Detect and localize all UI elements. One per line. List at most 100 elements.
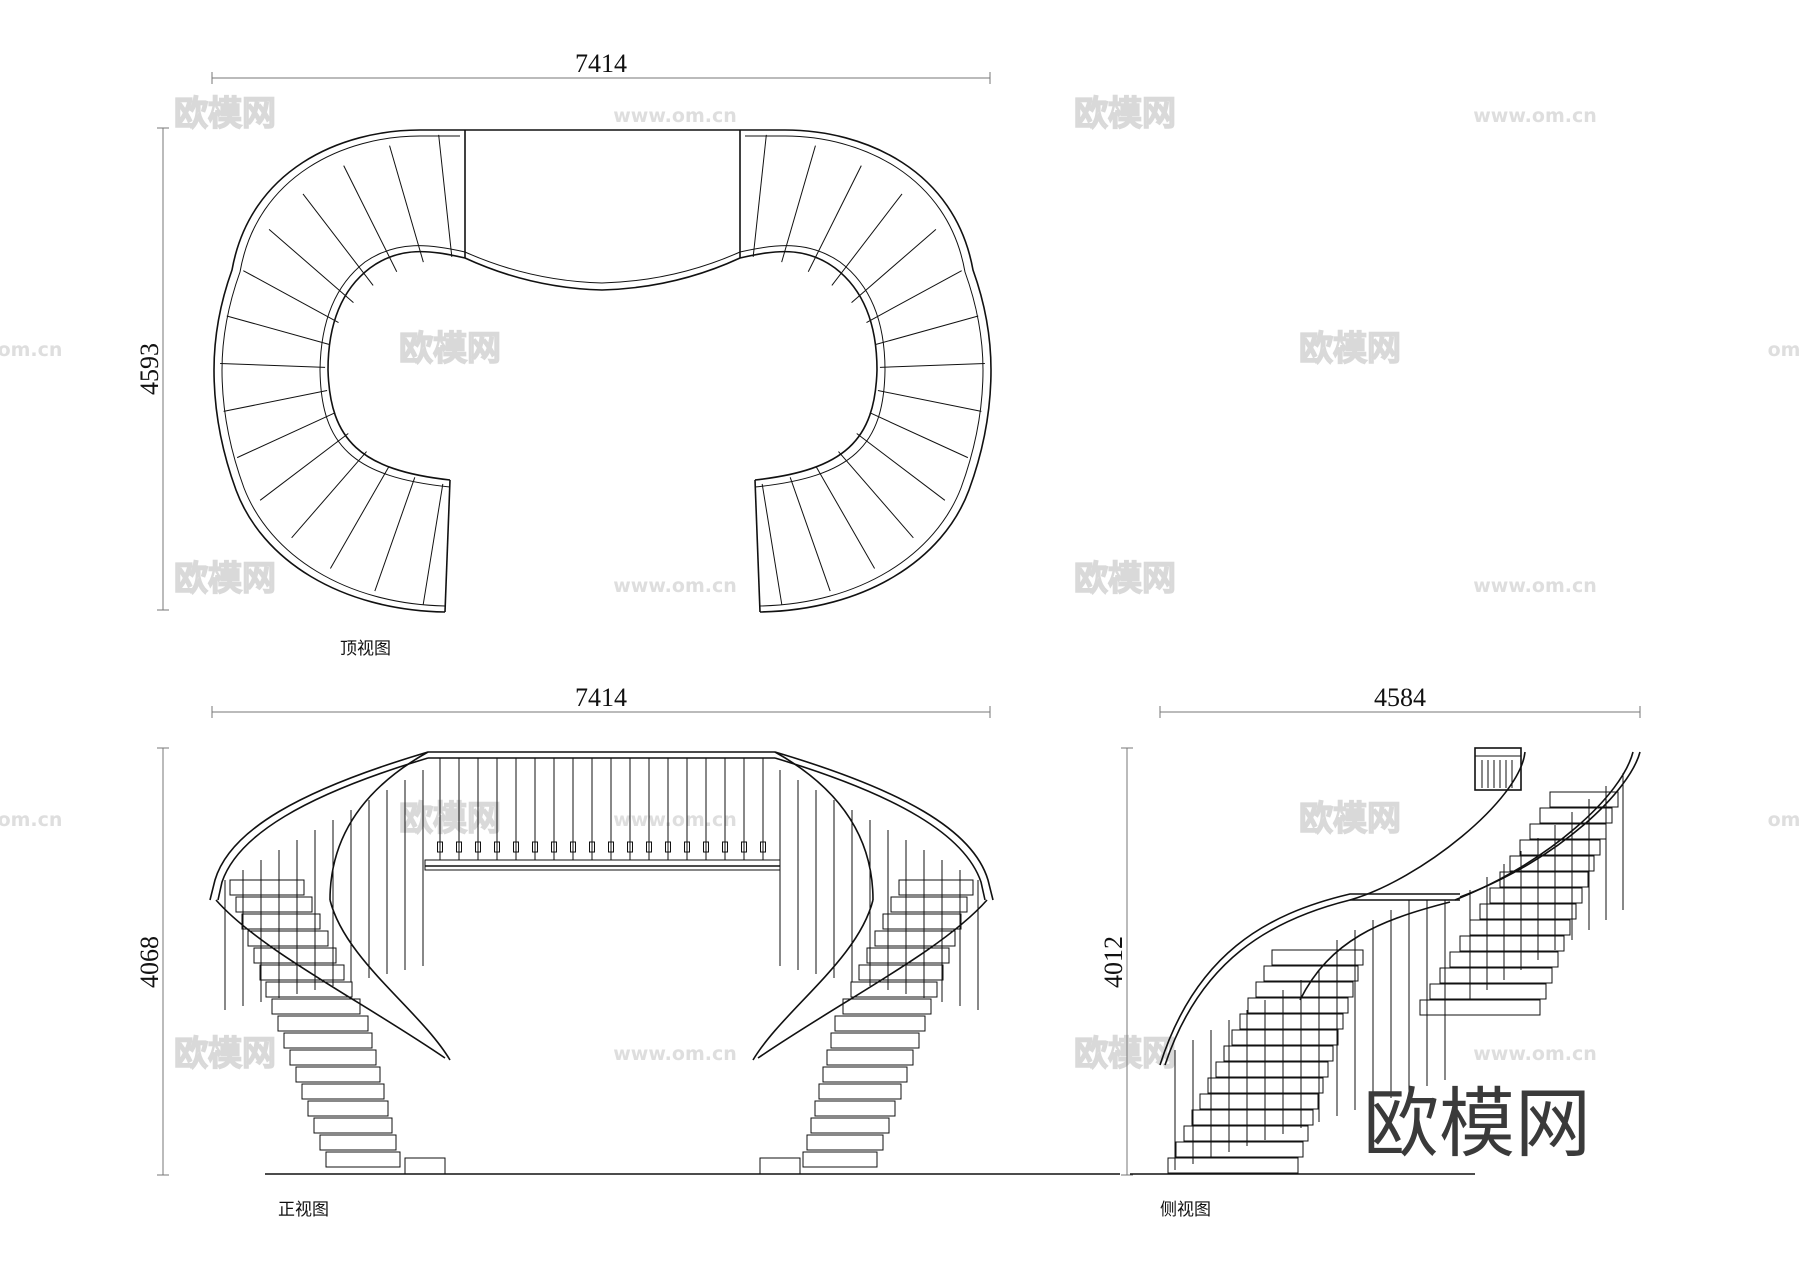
side-view: 4584 4012 侧视图 [1099,683,1641,1220]
front-step [874,930,956,947]
top-tread [343,165,398,272]
front-step [834,1015,926,1032]
watermark-url: www.om.cn [1473,1043,1597,1065]
top-tread [259,433,349,501]
front-stair-drawing [209,751,994,1175]
top-tread [236,412,336,459]
top-tread [374,477,416,592]
side-width-dimension: 4584 [1159,683,1641,718]
side-step [1207,1077,1324,1094]
front-step [404,1157,446,1175]
side-step [1479,903,1577,920]
front-step [822,1066,908,1083]
watermark-url-edge: om.cn [1768,339,1800,361]
top-stair-outline [213,129,992,613]
side-step [1539,807,1613,824]
top-tread [815,466,876,569]
side-step [1263,965,1359,982]
front-step [806,1134,884,1151]
watermark-url: www.om.cn [613,575,737,597]
front-view: 7414 4068 [135,683,1120,1220]
front-step [898,879,974,896]
top-tread [422,483,444,605]
side-step [1529,823,1607,840]
front-step [826,1049,914,1066]
front-step [850,981,938,998]
front-baluster-knob [532,841,538,853]
top-tread [838,451,914,539]
watermark-url: www.om.cn [613,1043,737,1065]
front-step [313,1117,393,1134]
top-tread [851,229,937,303]
side-step [1183,1125,1309,1142]
side-step [1549,791,1619,808]
watermark-url: www.om.cn [1473,575,1597,597]
side-step [1247,997,1349,1014]
front-step [301,1083,385,1100]
side-step [1271,949,1364,966]
top-tread [761,483,783,605]
top-width-label: 7414 [575,49,627,78]
front-step [271,998,361,1015]
top-tread [875,315,979,345]
front-balusters [224,758,979,1010]
brand-logo-text: 欧模网 [1363,1079,1591,1168]
top-height-dimension: 4593 [135,127,169,611]
front-step [890,896,968,913]
top-tread [438,134,453,257]
front-step [319,1134,397,1151]
top-tread [243,270,339,323]
watermark-text: 欧模网 [174,1034,276,1074]
front-baluster-knob [456,841,462,853]
top-width-dimension: 7414 [211,49,991,84]
top-tread [226,315,330,345]
top-tread [869,412,969,459]
top-tread [268,229,354,303]
side-step [1191,1109,1314,1126]
front-step [283,1032,373,1049]
side-step [1459,935,1565,952]
front-step [241,913,321,930]
front-step [247,930,329,947]
front-step [842,998,932,1015]
watermark-url-edge: om.cn [0,809,62,831]
front-step [277,1015,369,1032]
front-baluster-knob [627,841,633,853]
front-height-label: 4068 [135,936,164,988]
front-baluster-knob [494,841,500,853]
top-tread [866,270,962,323]
side-height-dimension: 4012 [1099,747,1133,1176]
watermark-url-edge: om.cn [0,339,62,361]
front-step [818,1083,902,1100]
top-tread [877,390,982,412]
side-step [1175,1141,1304,1158]
watermark-text: 欧模网 [1299,799,1401,839]
top-tread [831,193,903,286]
side-step [1439,967,1553,984]
front-baluster-knob [551,841,557,853]
front-baluster-knob [608,841,614,853]
watermark-text: 欧模网 [1074,559,1176,599]
front-step [295,1066,381,1083]
watermark-text: 欧模网 [399,329,501,369]
front-step [882,913,962,930]
top-tread [879,363,985,368]
side-step [1255,981,1354,998]
front-step [265,981,353,998]
front-step [810,1117,890,1134]
front-step [259,964,345,981]
side-balusters [1174,760,1624,1170]
watermark-url: www.om.cn [613,809,737,831]
side-step [1469,919,1571,936]
top-tread [302,193,374,286]
side-step [1215,1061,1329,1078]
front-step [289,1049,377,1066]
watermark-text: 欧模网 [174,94,276,134]
side-view-caption: 侧视图 [1160,1200,1211,1220]
top-tread [856,433,946,501]
side-step [1231,1029,1339,1046]
front-step [830,1032,920,1049]
top-tread [329,466,390,569]
front-baluster-knob [646,841,652,853]
